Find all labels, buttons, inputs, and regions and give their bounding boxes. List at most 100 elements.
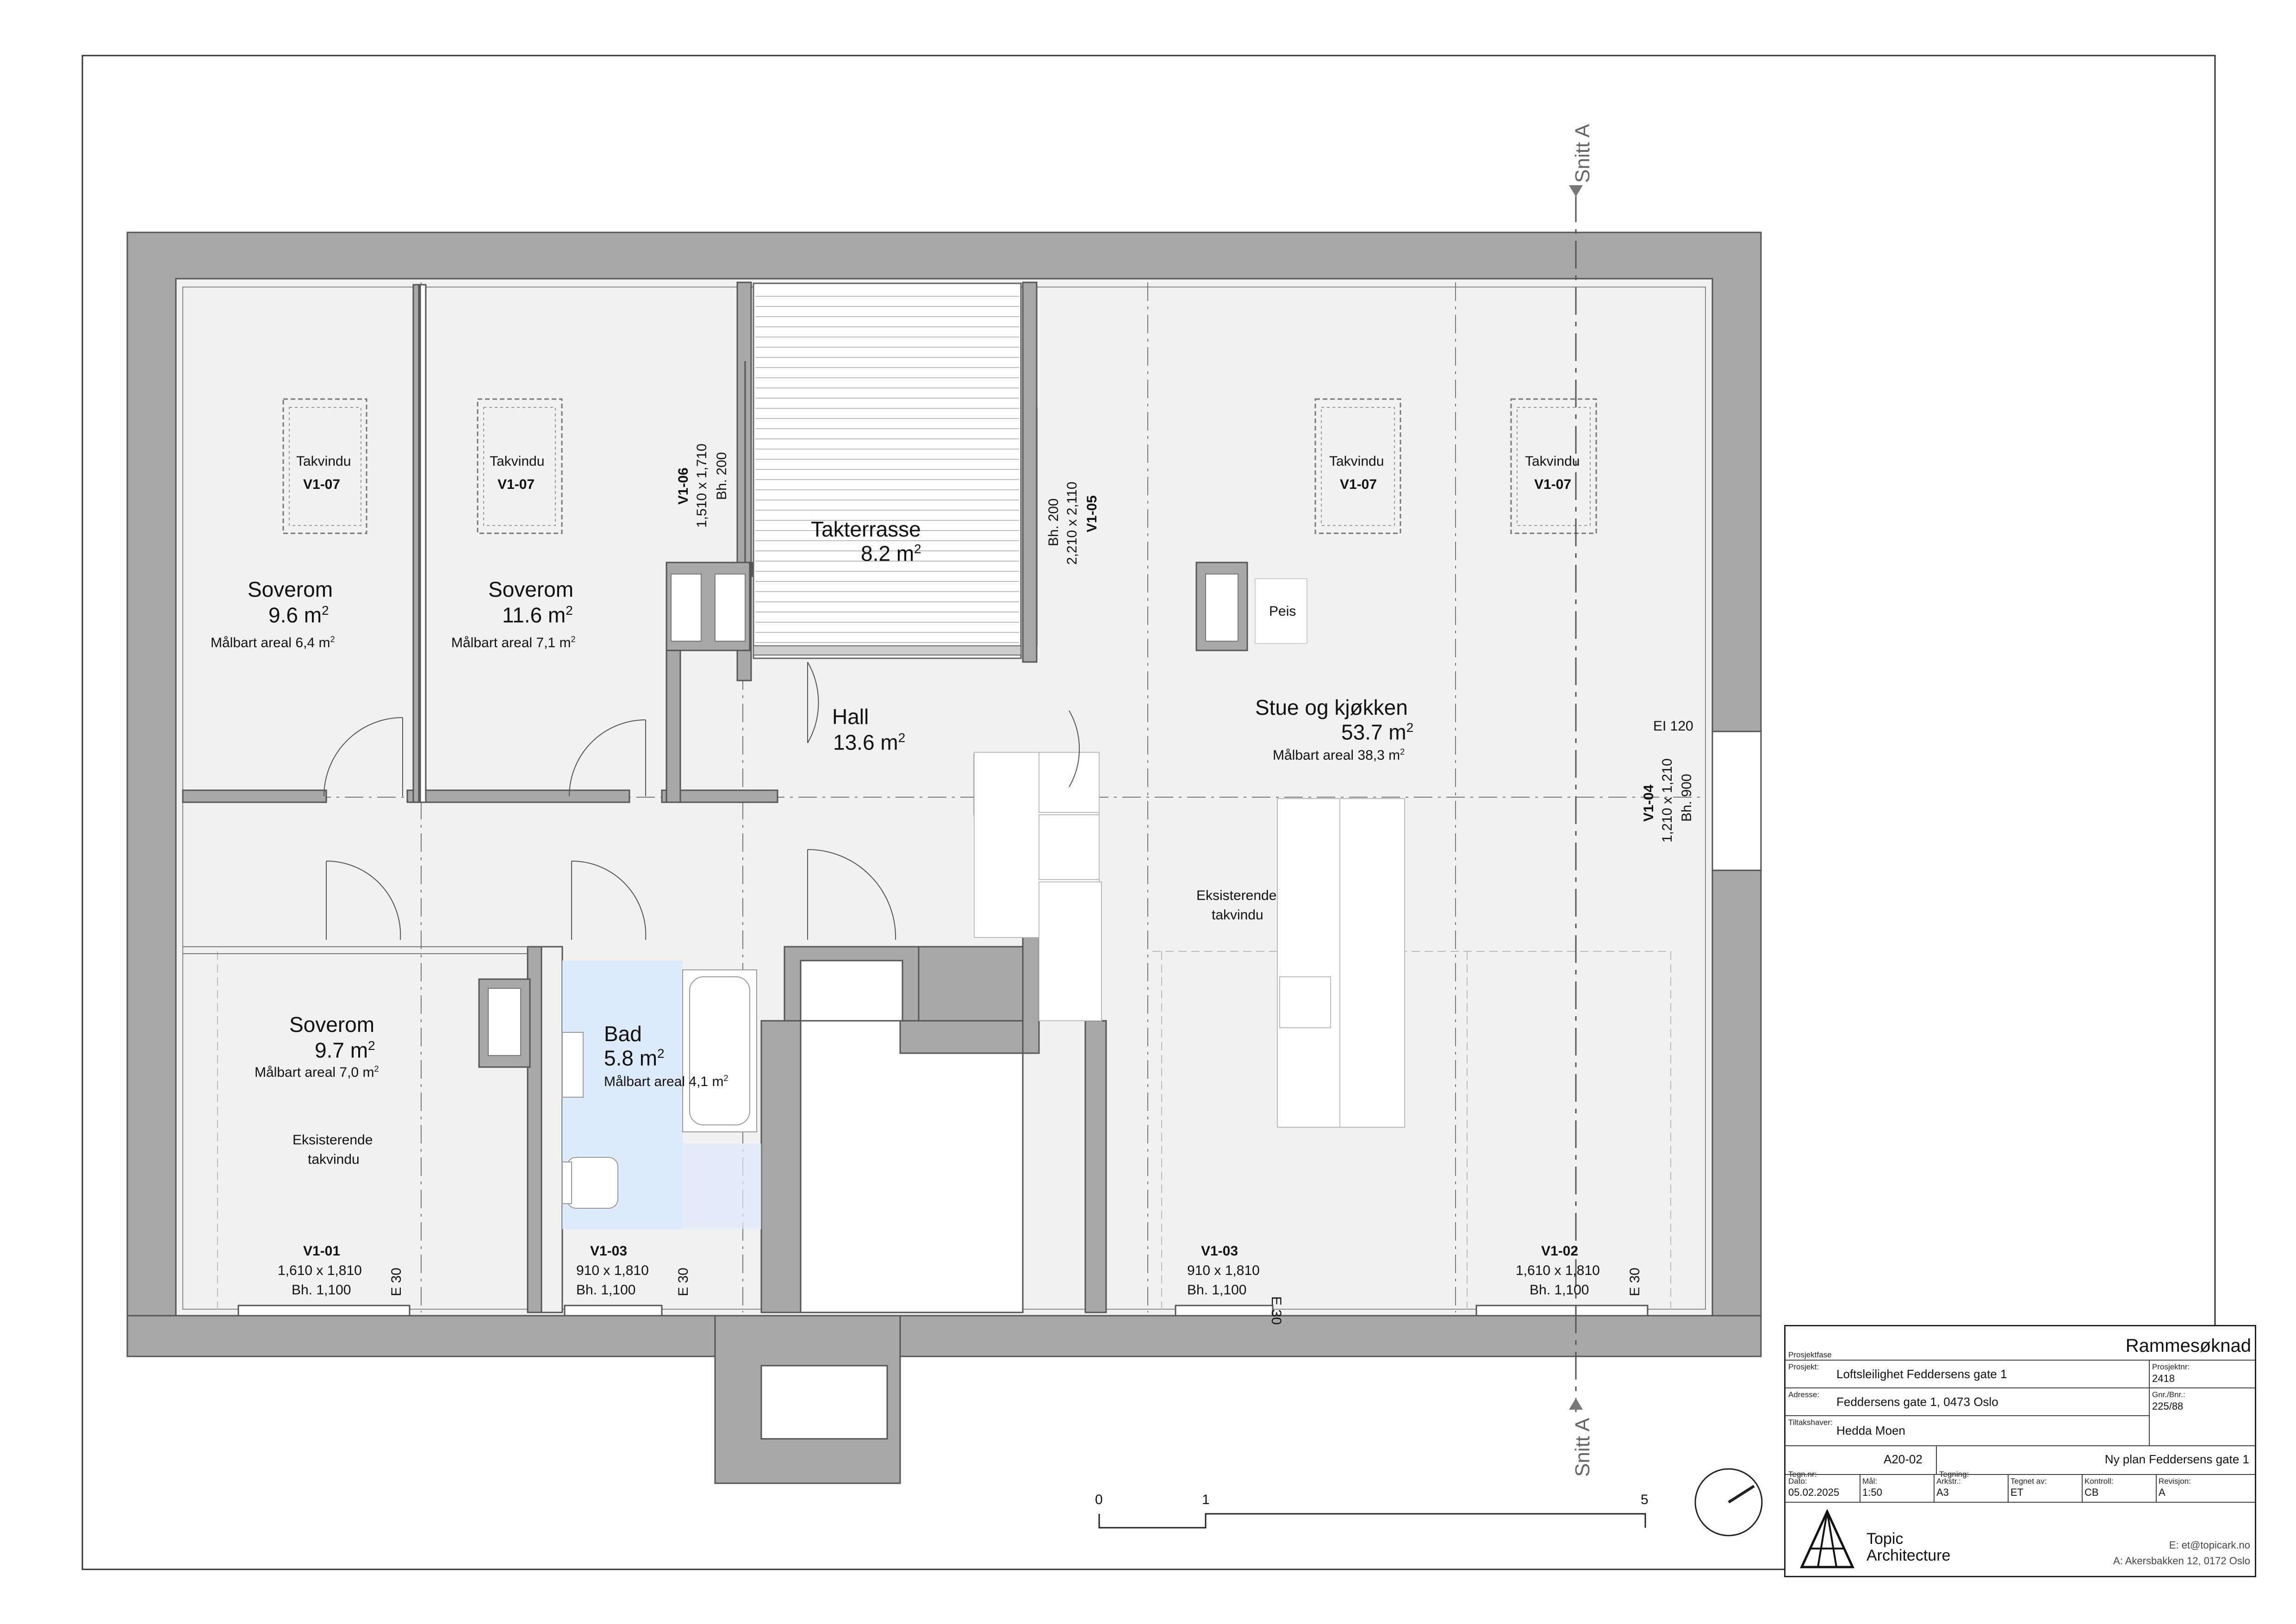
window-v102-id: V1-02 <box>1541 1243 1579 1259</box>
window-v104-id: V1-04 <box>1641 784 1656 822</box>
room-area-stue: 53.7 m2 <box>1341 720 1414 744</box>
tb-vline-b <box>1934 1474 1935 1502</box>
tb-kontroll: CB <box>2084 1487 2099 1498</box>
tb-dato: 05.02.2025 <box>1788 1487 1840 1498</box>
window-v106-id: V1-06 <box>676 467 691 505</box>
tb-gnr: 225/88 <box>2152 1400 2184 1412</box>
section-label-top: Snitt A <box>1571 124 1594 183</box>
tb-firm-line2: Architecture <box>1867 1547 1951 1564</box>
window-v105-id: V1-05 <box>1084 495 1100 532</box>
room-area-soverom-1: 9.6 m2 <box>268 603 329 627</box>
scale-tick-5: 5 <box>1641 1492 1649 1507</box>
tb-vline-c <box>2008 1474 2009 1502</box>
e30-label-1: E 30 <box>389 1268 404 1296</box>
tb-line-2 <box>1786 1387 2255 1388</box>
eksisterende-takvindu-1-line2: takvindu <box>1212 907 1263 923</box>
window-v103b-bh: Bh. 1,100 <box>1187 1282 1247 1298</box>
window-v102-size: 1,610 x 1,810 <box>1516 1263 1600 1278</box>
eksisterende-takvindu-1-line1: Eksisterende <box>1196 888 1277 903</box>
tb-email: E: et@topicark.no <box>2169 1539 2250 1551</box>
tb-line-4 <box>1786 1445 2255 1446</box>
tb-prosjektfase: Rammesøknad <box>2125 1336 2251 1356</box>
exterior-windows <box>237 731 1762 1317</box>
takvindu-id-4: V1-07 <box>1534 477 1572 492</box>
roof-dashed-lines-2 <box>217 951 1671 1312</box>
window-v101-size: 1,610 x 1,810 <box>278 1263 362 1278</box>
room-name-soverom-2: Soverom <box>488 577 574 601</box>
room-measurable-bad: Målbart areal 4,1 m2 <box>604 1074 728 1089</box>
kitchen-units <box>974 752 1405 1128</box>
tb-vline-right <box>2149 1360 2150 1445</box>
tb-line-5 <box>1786 1474 2255 1475</box>
window-v104-size: 1,210 x 1,210 <box>1660 758 1675 843</box>
room-measurable-soverom-1: Målbart areal 6,4 m2 <box>211 635 335 650</box>
bath-fixtures <box>562 969 757 1209</box>
tb-arkstr: A3 <box>1936 1487 1949 1498</box>
window-v104-bh: Bh. 900 <box>1679 774 1694 822</box>
room-area-bad: 5.8 m2 <box>604 1046 665 1070</box>
tb-tiltakshaver: Hedda Moen <box>1836 1424 1905 1437</box>
tb-tegning: Ny plan Feddersens gate 1 <box>2104 1452 2249 1466</box>
eksisterende-takvindu-2-line2: takvindu <box>308 1152 360 1167</box>
room-area-soverom-2: 11.6 m2 <box>502 603 573 627</box>
tb-address: A: Akersbakken 12, 0172 Oslo <box>2113 1555 2250 1567</box>
tb-tiltakshaver-caption: Tiltakshaver: <box>1788 1418 1833 1427</box>
e30-label-2: E 30 <box>676 1268 691 1296</box>
peis-box <box>1255 578 1307 644</box>
room-area-takterrasse: 8.2 m2 <box>861 541 921 566</box>
tb-vline-tegn <box>1936 1445 1937 1474</box>
eksisterende-takvindu-2-line1: Eksisterende <box>292 1132 373 1148</box>
title-block: Prosjektfase Rammesøknad Prosjekt: Lofts… <box>1784 1325 2256 1577</box>
window-v101-bh: Bh. 1,100 <box>292 1282 351 1298</box>
e30-label-4: E 30 <box>1627 1268 1643 1296</box>
peis-label: Peis <box>1269 604 1296 619</box>
room-name-soverom-3: Soverom <box>289 1012 375 1037</box>
window-v105-size: 2,210 x 2,110 <box>1064 481 1080 565</box>
takvindu-label-1: Takvindu <box>296 454 351 469</box>
takvindu-id-3: V1-07 <box>1340 477 1377 492</box>
tb-adresse: Feddersens gate 1, 0473 Oslo <box>1836 1395 1998 1409</box>
tb-maal-caption: Mål: <box>1862 1477 1878 1486</box>
section-label-bottom: Snitt A <box>1571 1418 1594 1477</box>
tb-line-1 <box>1786 1360 2255 1361</box>
room-area-soverom-3: 9.7 m2 <box>315 1038 375 1062</box>
room-name-stue: Stue og kjøkken <box>1255 695 1408 719</box>
takvindu-label-4: Takvindu <box>1525 454 1580 469</box>
room-measurable-soverom-3: Målbart areal 7,0 m2 <box>255 1064 379 1080</box>
room-measurable-stue: Målbart areal 38,3 m2 <box>1273 747 1405 763</box>
tb-maal: 1:50 <box>1862 1487 1882 1498</box>
window-v106-size: 1,510 x 1,710 <box>694 443 709 528</box>
takvindu-id-1: V1-07 <box>303 477 341 492</box>
tb-arkstr-caption: Arkstr.: <box>1936 1477 1961 1486</box>
lower-shaft <box>714 1315 901 1484</box>
takvindu-label-3: Takvindu <box>1329 454 1384 469</box>
section-arrow-bottom <box>1569 1398 1583 1410</box>
window-v103a-size: 910 x 1,810 <box>576 1263 649 1278</box>
window-v101-id: V1-01 <box>303 1243 341 1259</box>
north-arrow-icon <box>1694 1468 1763 1537</box>
tb-gnr-caption: Gnr./Bnr.: <box>2152 1390 2185 1399</box>
tb-tegnet-caption: Tegnet av: <box>2010 1477 2047 1486</box>
window-v103a-bh: Bh. 1,100 <box>576 1282 636 1298</box>
tb-revisjon-caption: Revisjon: <box>2159 1477 2191 1486</box>
takterrasse-deck <box>744 282 1038 659</box>
section-arrow-top <box>1569 185 1583 197</box>
room-name-bad: Bad <box>604 1022 642 1046</box>
tb-tegnnr: A20-02 <box>1884 1452 1923 1466</box>
window-v102-bh: Bh. 1,100 <box>1530 1282 1589 1298</box>
takvindu-inner <box>289 407 1591 526</box>
room-name-hall: Hall <box>832 705 869 729</box>
window-v105-bh: Bh. 200 <box>1046 498 1061 546</box>
door-swings <box>324 662 1080 940</box>
tb-prosjekt: Loftsleilighet Feddersens gate 1 <box>1836 1367 2007 1381</box>
e30-label-3: E 30 <box>1269 1296 1284 1325</box>
window-v103b-id: V1-03 <box>1201 1243 1238 1259</box>
scale-tick-1: 1 <box>1202 1492 1210 1507</box>
room-measurable-soverom-2: Målbart areal 7,1 m2 <box>451 635 576 650</box>
tb-prosjekt-caption: Prosjekt: <box>1788 1362 1819 1371</box>
tb-revisjon: A <box>2159 1487 2165 1498</box>
window-v103b-size: 910 x 1,810 <box>1187 1263 1260 1278</box>
tb-adresse-caption: Adresse: <box>1788 1390 1820 1399</box>
room-name-takterrasse: Takterrasse <box>811 517 921 541</box>
